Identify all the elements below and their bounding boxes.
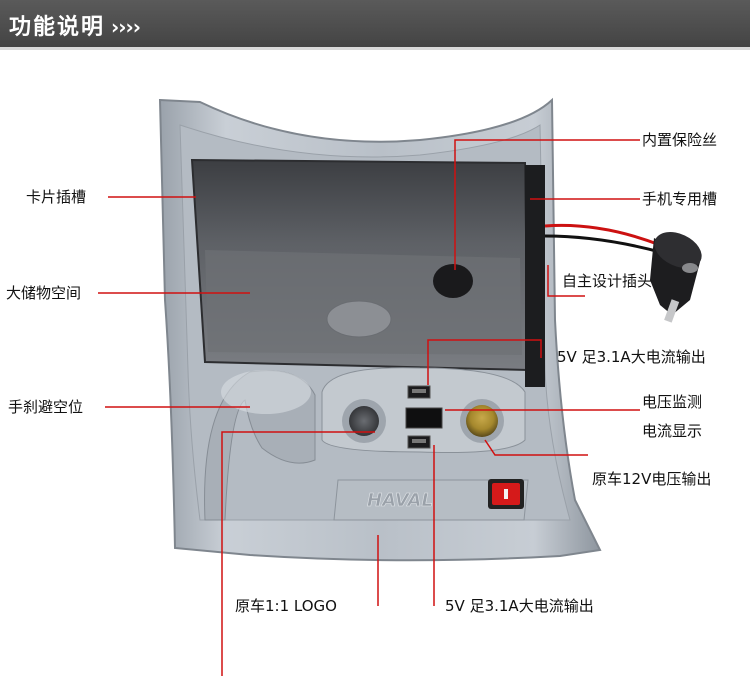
label-fuse: 内置保险丝 <box>642 131 718 149</box>
left-socket <box>349 406 379 436</box>
cable-red <box>544 223 661 247</box>
header-bar: 功能说明›››› <box>0 0 750 47</box>
fuse-hole <box>433 264 473 298</box>
usb-port-top-inner <box>412 389 426 393</box>
round-pad <box>326 300 392 338</box>
handbrake-highlight <box>221 370 311 414</box>
label-handbrake: 手刹避空位 <box>8 398 84 416</box>
page-title: 功能说明›››› <box>9 9 141 41</box>
label-usb-bottom: 5V 足3.1A大电流输出 <box>445 597 594 615</box>
label-usb-top: 5V 足3.1A大电流输出 <box>557 348 706 366</box>
label-logo: 原车1:1 LOGO <box>235 597 337 615</box>
label-current-display: 电流显示 <box>642 422 703 440</box>
label-phone-slot: 手机专用槽 <box>642 190 718 208</box>
label-storage: 大储物空间 <box>6 284 82 302</box>
haval-logo: HAVAL <box>367 490 433 511</box>
leader-lines <box>98 139 640 676</box>
label-plug: 自主设计插头 <box>562 272 653 290</box>
label-orig-12v: 原车12V电压输出 <box>592 470 712 488</box>
label-card-slot: 卡片插槽 <box>26 188 87 206</box>
voltage-display <box>405 407 443 429</box>
logo-plate <box>333 479 529 521</box>
right-socket <box>466 405 498 437</box>
cable-black <box>544 234 661 254</box>
title-text: 功能说明 <box>9 15 106 40</box>
chevron-right-icon: ›››› <box>111 15 141 39</box>
header-divider <box>0 47 750 50</box>
usb-port-bottom-inner <box>412 439 426 443</box>
label-voltage-monitor: 电压监测 <box>642 393 703 411</box>
phone-slot-shape <box>525 165 545 387</box>
cigarette-plug-icon <box>650 232 702 323</box>
switch-mark-icon <box>504 489 508 499</box>
